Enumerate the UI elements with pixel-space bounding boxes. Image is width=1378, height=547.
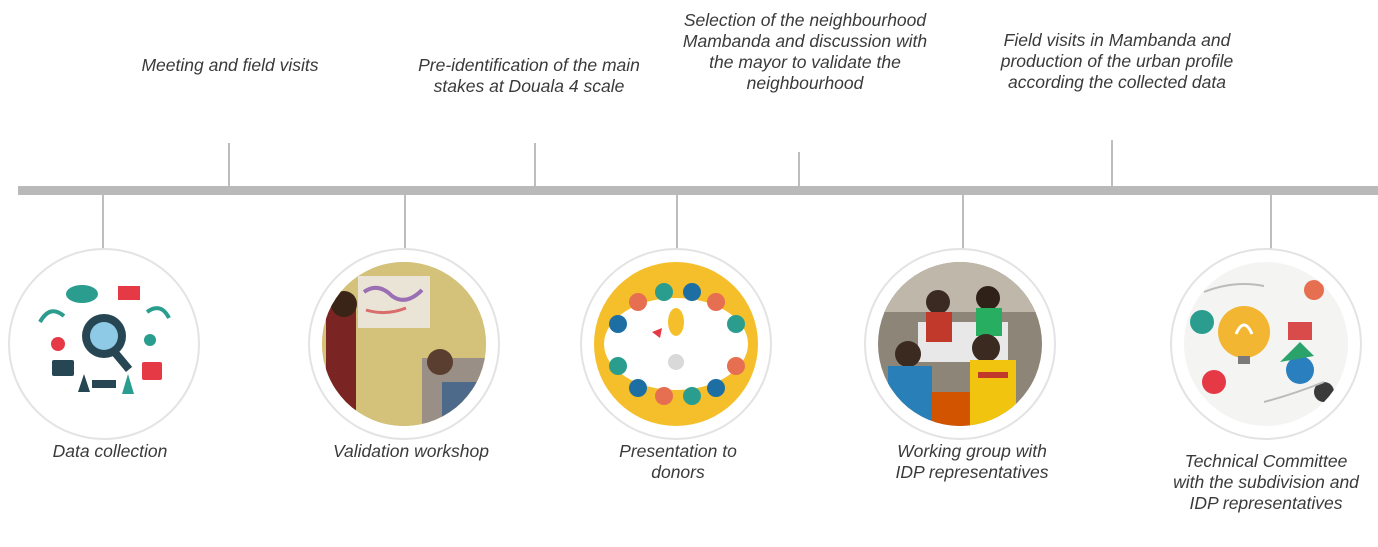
timeline-axis: [18, 186, 1378, 195]
tick-working-group: [962, 195, 964, 249]
meeting-table-illustration: [580, 248, 772, 440]
timeline-label-preidentification: Pre-identification of the main stakes at…: [418, 55, 640, 96]
timeline-label-selection: Selection of the neighbourhood Mambanda …: [682, 10, 928, 93]
tick-data-collection: [102, 195, 104, 249]
tick-donors: [676, 195, 678, 249]
tick-meeting: [228, 143, 230, 187]
timeline-label-validation: Validation workshop: [333, 441, 489, 461]
lightbulb-illustration: [1170, 248, 1362, 440]
group-photo: [864, 248, 1056, 440]
timeline-label-donors: Presentation to donors: [619, 441, 737, 482]
timeline-label-data-collection: Data collection: [52, 441, 168, 461]
timeline-label-committee: Technical Committee with the subdivision…: [1173, 451, 1359, 513]
tick-selection: [798, 152, 800, 187]
timeline-label-working-group: Working group with IDP representatives: [895, 441, 1049, 482]
tick-preidentification: [534, 143, 536, 187]
timeline-label-meeting: Meeting and field visits: [141, 55, 319, 75]
tick-committee: [1270, 195, 1272, 249]
workshop-photo: [308, 248, 500, 440]
data-collection-illustration: [8, 248, 200, 440]
timeline-label-field-visits: Field visits in Mambanda and production …: [1000, 30, 1234, 92]
tick-validation: [404, 195, 406, 249]
tick-field-visits: [1111, 140, 1113, 187]
